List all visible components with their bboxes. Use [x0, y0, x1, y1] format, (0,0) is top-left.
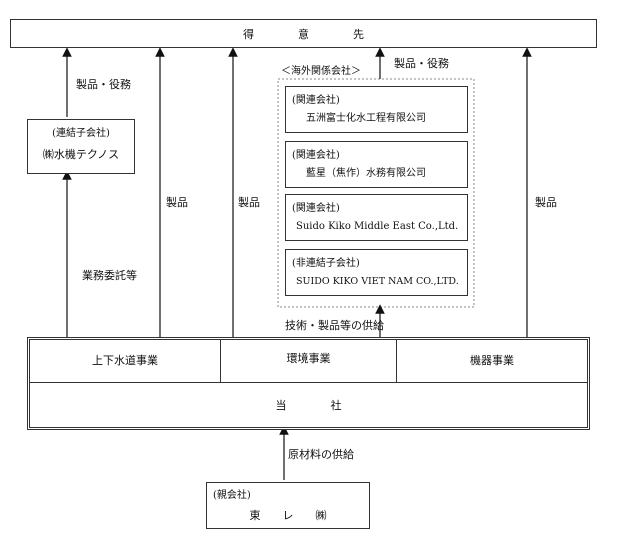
company-label: 当 社	[275, 399, 342, 412]
label-products-1: 製品	[166, 196, 188, 209]
subsidiary-name: ㈱水機テクノス	[42, 148, 120, 161]
parent-name: 東 レ ㈱	[249, 509, 327, 522]
label-products-services-right: 製品・役務	[394, 57, 449, 70]
company-box: 上下水道事業 環境事業 機器事業 当 社	[27, 337, 590, 430]
customer-label: 得 意 先	[243, 28, 364, 41]
segment-water-label: 上下水道事業	[92, 354, 158, 367]
subsidiary-box: (連結子会社) ㈱水機テクノス	[27, 119, 135, 174]
overseas-company-1-name: 五洲富士化水工程有限公司	[306, 113, 426, 124]
segment-environment-label: 環境事業	[286, 352, 331, 365]
label-outsourcing: 業務委託等	[82, 269, 137, 282]
parent-box: (親会社) 東 レ ㈱	[206, 482, 370, 529]
customer-box: 得 意 先	[10, 19, 597, 48]
subsidiary-type: (連結子会社)	[52, 128, 110, 139]
label-products-services-left: 製品・役務	[76, 78, 131, 91]
overseas-company-2-type: (関連会社)	[292, 150, 340, 161]
label-products-3: 製品	[535, 196, 557, 209]
segment-equipment-label: 機器事業	[470, 354, 514, 367]
overseas-company-4-type: (非連結子会社)	[292, 258, 360, 269]
segments-row: 上下水道事業 環境事業 機器事業	[30, 340, 587, 383]
overseas-company-2: (関連会社) 藍星（焦作）水務有限公司	[285, 141, 468, 188]
label-products-2: 製品	[238, 196, 260, 209]
overseas-group-label: ＜海外関係会社＞	[281, 66, 361, 78]
segment-equipment: 機器事業	[397, 340, 587, 382]
overseas-company-2-name: 藍星（焦作）水務有限公司	[306, 168, 426, 179]
segment-environment: 環境事業	[221, 340, 397, 382]
label-materials: 原材料の供給	[288, 448, 354, 461]
overseas-company-4-name: SUIDO KIKO VIET NAM CO.,LTD.	[296, 276, 459, 287]
segment-water: 上下水道事業	[30, 340, 221, 382]
parent-type: (親会社)	[213, 490, 251, 501]
overseas-company-1-type: (関連会社)	[292, 95, 340, 106]
overseas-company-3: (関連会社) Suido Kiko Middle East Co.,Ltd.	[285, 194, 468, 241]
overseas-company-4: (非連結子会社) SUIDO KIKO VIET NAM CO.,LTD.	[285, 249, 468, 296]
overseas-company-1: (関連会社) 五洲富士化水工程有限公司	[285, 86, 468, 133]
overseas-company-3-type: (関連会社)	[292, 203, 340, 214]
overseas-company-3-name: Suido Kiko Middle East Co.,Ltd.	[296, 221, 459, 232]
label-tech-supply: 技術・製品等の供給	[285, 319, 384, 332]
